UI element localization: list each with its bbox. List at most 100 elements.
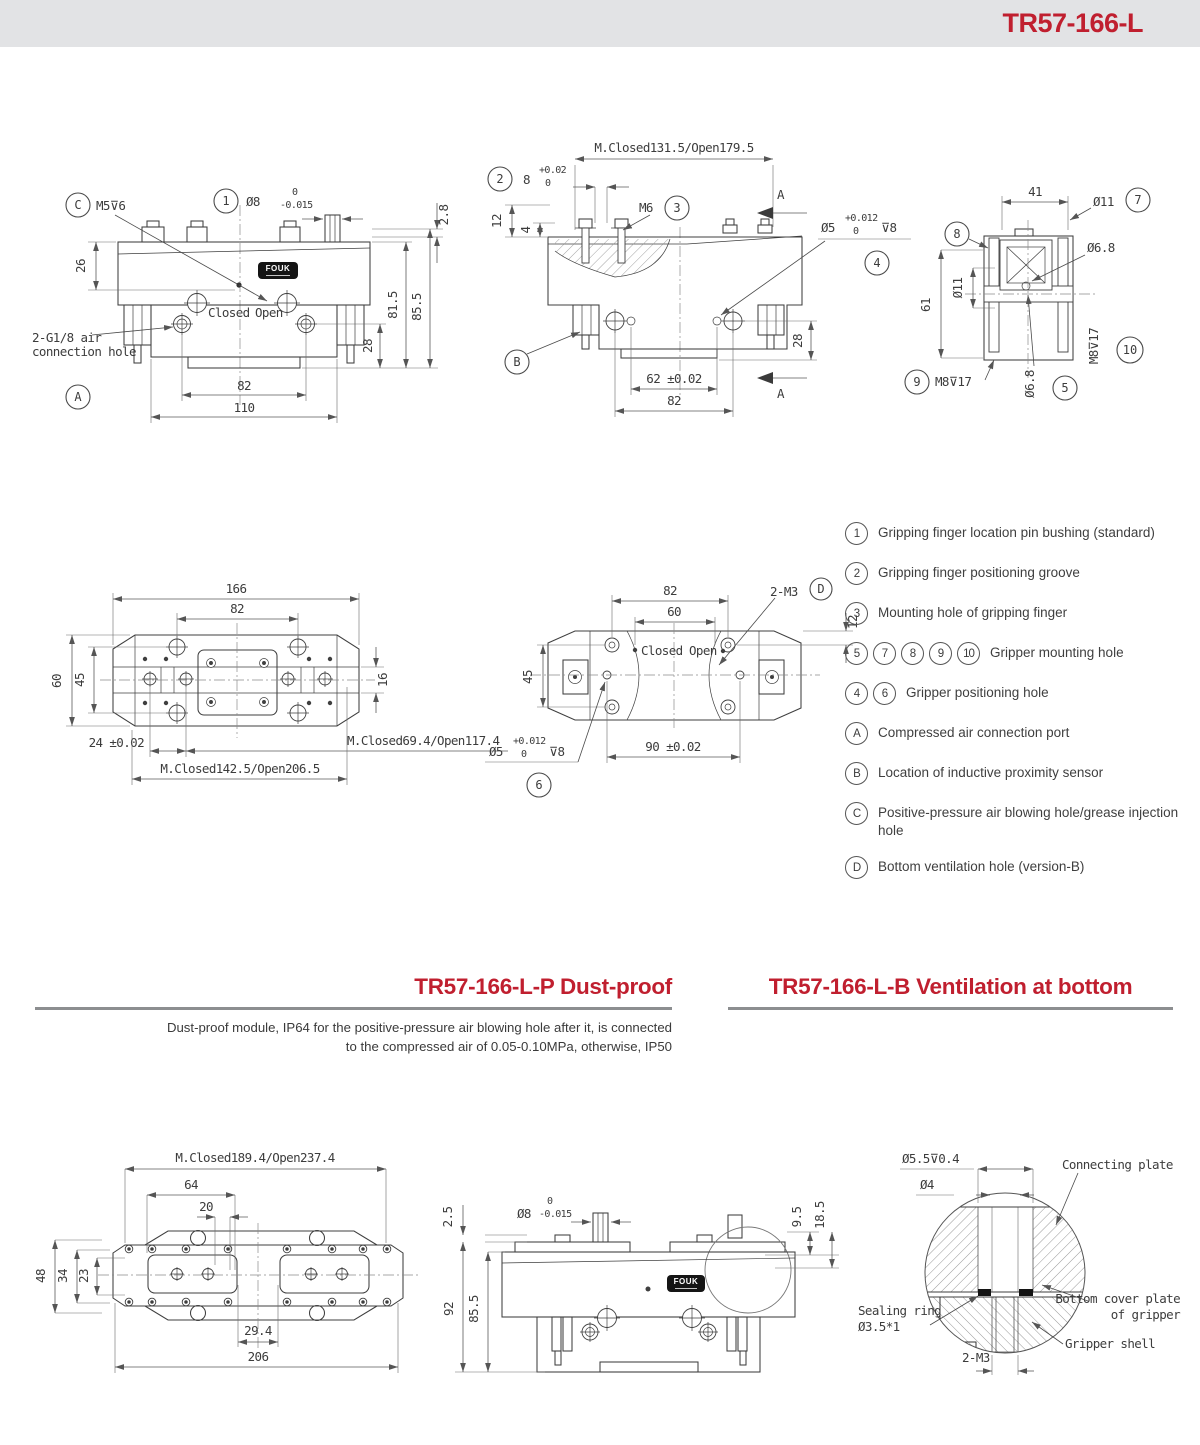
open-label: Open [689,643,717,658]
ventilation-title: TR57-166-L-B Ventilation at bottom [768,974,1133,999]
callout-3: 3 [664,195,690,221]
callout-badge: 2 [845,562,868,585]
legend-item: 5 7 8 9 10 Gripper mounting hole [845,642,1180,665]
closed-label: Closed [208,305,250,320]
dim-62: 62 ±0.02 [646,371,701,386]
section-view-drawing: M.Closed131.5/Open179.5 2 8 +0.02 0 12 4… [487,140,911,417]
dim-41: 41 [1028,184,1042,199]
callout-badge: C [845,802,868,825]
bottom-view-dimensions: 82 60 Closed Open 2-M3 D 12 45 90 ±0.02 … [485,577,860,798]
side-view-dimensions: 41 Ø11 7 8 Ø11 61 Ø6.8 M8⊽17 10 9 M8⊽17 … [904,184,1151,401]
dia8-tol-lower: -0.015 [280,200,313,211]
legend-text: Bottom ventilation hole (version-B) [878,859,1085,875]
legend-text: Gripping finger positioning groove [878,565,1080,580]
dustproof-top-view-drawing: M.Closed189.4/Open237.4 64 20 48 34 23 2… [33,1150,418,1373]
travel-dim: M.Closed189.4/Open237.4 [175,1150,334,1165]
dia5-tol-lo: 0 [853,226,859,237]
dim-8-tol-up: +0.02 [539,165,567,176]
dim-34: 34 [55,1269,70,1283]
dim-92: 92 [441,1302,456,1316]
dim-61: 61 [918,298,933,312]
callout-10: 10 [1116,336,1144,364]
callout-2: 2 [487,166,513,192]
legend-text: Compressed air connection port [878,725,1070,740]
side-section-drawing: 41 Ø11 7 8 Ø11 61 Ø6.8 M8⊽17 10 9 M8⊽17 … [904,184,1151,401]
brand-logo: FOUK [667,1275,705,1292]
ventilation-section-header: TR57-166-L-B Ventilation at bottom [728,974,1173,1010]
dim-24: 24 ±0.02 [89,735,144,750]
brand-logo-text: FOUK [674,1277,699,1286]
svg-text:3: 3 [673,201,680,215]
dim-82: 82 [237,378,251,393]
sealing-ring-label1: Sealing ring [858,1303,941,1318]
legend-text: Mounting hole of gripping finger [878,605,1068,620]
dia11-side-label: Ø11 [950,278,965,299]
dustproof-front-view-drawing: FOUK 2.5 Ø8 0 -0.015 9.5 18.5 [440,1196,839,1373]
top-view-geometry [100,623,375,738]
callout-badge: B [845,762,868,785]
legend-item: D Bottom ventilation hole (version-B) [845,856,1180,880]
callout-badge: 10 [957,642,980,665]
page-title: TR57-166-L [1002,8,1143,38]
open-label: Open [255,305,283,320]
side-view-geometry [965,220,1095,378]
dim-20: 20 [199,1199,213,1214]
dim-60: 60 [667,604,681,619]
dim-2-5: 2.5 [440,1207,455,1228]
front-view-dimensions: 26 C M5⊽6 1 Ø8 0 -0.015 2.8 81.5 85.5 28… [32,187,451,423]
dim-82: 82 [230,601,244,616]
dustproof-front-dimensions: 2.5 Ø8 0 -0.015 9.5 18.5 92 85.5 [440,1196,839,1373]
dia5-label: Ø5 [489,744,503,759]
top-view-drawing: 166 82 60 45 16 24 ±0.02 M.Closed69.4/Op… [49,581,508,785]
legend-text: Gripper positioning hole [906,685,1049,700]
travel-dim: M.Closed131.5/Open179.5 [594,140,753,155]
svg-text:9: 9 [913,375,920,389]
svg-text:D: D [817,582,824,596]
dim-82: 82 [667,393,681,408]
section-view-geometry [547,218,803,400]
dustproof-title: TR57-166-L-P Dust-proof [414,974,672,999]
legend-item: B Location of inductive proximity sensor [845,762,1180,785]
svg-text:7: 7 [1134,193,1141,207]
dim-206: 206 [248,1349,269,1364]
svg-text:4: 4 [873,256,880,270]
callout-badge: D [845,856,868,880]
dim-16: 16 [375,673,390,687]
dim-8-tol-lo: 0 [545,178,551,189]
dia5-label: Ø5 [821,220,835,235]
legend-item: 2 Gripping finger positioning groove [845,562,1180,585]
dia4-label: Ø4 [920,1177,934,1192]
dim-2-8: 2.8 [436,205,451,226]
dia8-tol-upper: 0 [292,187,298,198]
dia8-tol-up: 0 [547,1196,553,1207]
dim-166: 166 [226,581,247,596]
air-note-line1: 2-G1/8 air [32,330,102,345]
dim-85-5: 85.5 [409,293,424,321]
dia5-tol-up: +0.012 [513,736,546,747]
dim-48: 48 [33,1269,48,1283]
bottom-cover-label1: Bottom cover plate [1055,1291,1180,1306]
dustproof-desc-line1: Dust-proof module, IP64 for the positive… [166,1019,672,1035]
dim-29-4: 29.4 [244,1323,272,1338]
callout-badge: 5 [845,642,868,665]
svg-text:6: 6 [535,778,542,792]
section-arrow-a-bottom: A [777,386,785,401]
legend-text: Location of inductive proximity sensor [878,765,1104,780]
section-arrow-a-top: A [777,187,785,202]
dim-12: 12 [489,214,504,228]
dia8-label: Ø8 [517,1206,531,1221]
callout-badge: A [845,722,868,745]
dia5-5-label: Ø5.5⊽0.4 [902,1151,959,1166]
callout-8: 8 [944,221,970,247]
svg-text:8: 8 [953,227,960,241]
top-view-dimensions: 166 82 60 45 16 24 ±0.02 M.Closed69.4/Op… [49,581,508,785]
dim-9-5: 9.5 [789,1207,804,1228]
closed-label: Closed [641,643,683,658]
bottom-view-drawing: 82 60 Closed Open 2-M3 D 12 45 90 ±0.02 … [485,577,860,798]
svg-text:10: 10 [1123,343,1137,357]
dim-64: 64 [184,1177,198,1192]
dustproof-section-header: TR57-166-L-P Dust-proof Dust-proof modul… [35,974,672,1056]
